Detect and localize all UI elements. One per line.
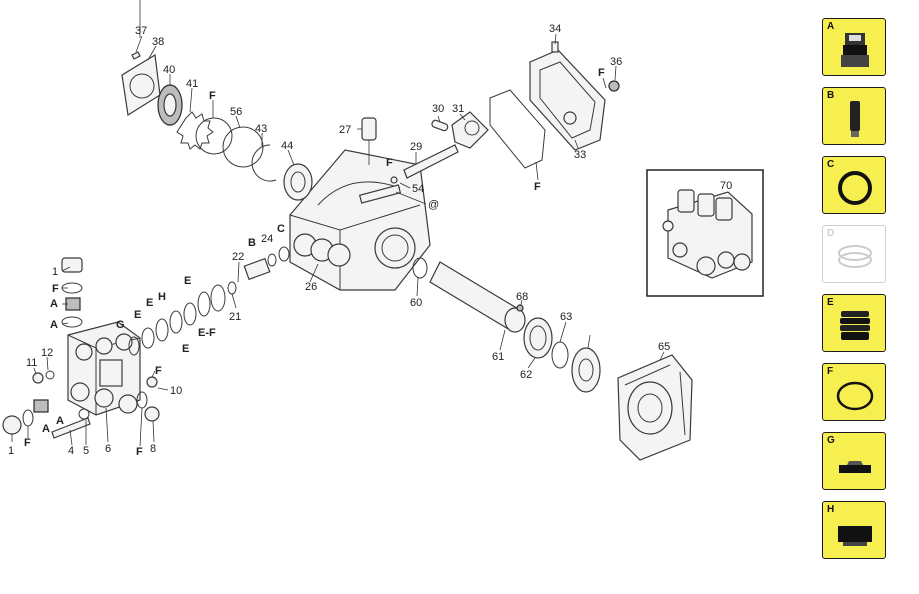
legend-item-h[interactable]: H (822, 501, 886, 559)
cylinder-pin-icon (850, 101, 860, 137)
legend-letter-f: F (827, 366, 834, 377)
callout-A-d: A (42, 423, 50, 435)
connecting-rod-pin (390, 111, 489, 184)
callout-8: 8 (150, 443, 156, 455)
o-ring-thick-icon (838, 171, 872, 205)
callout-10: 10 (170, 385, 182, 397)
callout-E-c: E (184, 275, 191, 287)
stacked-seal-icon (840, 311, 870, 340)
callout-65: 65 (658, 341, 670, 353)
callout-36: 36 (610, 56, 622, 68)
callout-G: G (116, 319, 125, 331)
legend-item-g[interactable]: G (822, 432, 886, 490)
callout-54: 54 (412, 183, 424, 195)
callout-F-e: F (386, 157, 393, 169)
callout-5: 5 (83, 445, 89, 457)
callout-11: 11 (26, 357, 37, 369)
manifold-head (67, 321, 141, 416)
callout-44: 44 (281, 140, 293, 152)
bearing-cover-right (617, 354, 693, 461)
legend-item-b[interactable]: B (822, 87, 886, 145)
callout-E-a: E (134, 309, 141, 321)
callout-27: 27 (339, 124, 351, 136)
callout-43: 43 (255, 123, 267, 135)
callout-A-a: A (50, 298, 58, 310)
callout-labels: 1 F A A 11 12 A A 1 F 4 5 6 F 8 10 F G E… (8, 23, 732, 458)
seal-stack (128, 246, 290, 356)
legend-letter-e: E (827, 297, 834, 308)
legend-letter-b: B (827, 90, 835, 101)
callout-33: 33 (574, 149, 586, 161)
callout-21: 21 (229, 311, 241, 323)
callout-34: 34 (549, 23, 561, 35)
callout-22: 22 (232, 251, 244, 263)
crankcase (289, 149, 431, 291)
callout-F-b: F (24, 437, 31, 449)
callout-A-c: A (56, 415, 64, 427)
inset-head-assembly (646, 169, 764, 297)
callout-4: 4 (68, 445, 74, 457)
callout-56: 56 (230, 106, 242, 118)
callout-63: 63 (560, 311, 572, 323)
wide-gasket-icon (838, 526, 872, 546)
legend-letter-d: D (827, 228, 835, 239)
callout-68: 68 (516, 291, 528, 303)
legend-item-f[interactable]: F (822, 363, 886, 421)
callout-61: 61 (492, 351, 504, 363)
callout-37: 37 (135, 25, 147, 37)
callout-C: C (277, 223, 285, 235)
callout-30: 30 (432, 103, 444, 115)
callout-6: 6 (105, 443, 111, 455)
callout-B: B (248, 237, 256, 249)
legend-letter-g: G (827, 435, 835, 446)
callout-H: H (158, 291, 166, 303)
o-ring-thin-icon (836, 381, 874, 411)
callout-31: 31 (452, 103, 464, 115)
callout-62: 62 (520, 369, 532, 381)
exploded-pump-diagram: 1 F A A 11 12 A A 1 F 4 5 6 F 8 10 F G E… (2, 0, 764, 461)
callout-E-F: E-F (198, 327, 216, 339)
legend-item-d[interactable]: D (822, 225, 886, 283)
legend-letter-a: A (827, 21, 835, 32)
callout-F-d: F (155, 365, 162, 377)
leader-lines (11, 0, 665, 447)
callout-F-g: F (598, 67, 605, 79)
callout-F-f: F (209, 90, 216, 102)
callout-F-a: F (52, 283, 59, 295)
bearing-cover-left (121, 51, 313, 201)
callout-1-bottom: 1 (8, 445, 14, 457)
callout-60: 60 (410, 297, 422, 309)
callout-40: 40 (163, 64, 175, 76)
seal-ring-faded-icon (838, 245, 872, 268)
legend-letter-h: H (827, 504, 835, 515)
legend-letter-c: C (827, 159, 835, 170)
callout-12: 12 (41, 347, 53, 359)
callout-41: 41 (186, 78, 198, 90)
callout-A-b: A (50, 319, 58, 331)
callout-26: 26 (305, 281, 317, 293)
left-small-parts (2, 257, 160, 439)
callout-38: 38 (152, 36, 164, 48)
callout-24: 24 (261, 233, 273, 245)
callout-F-h: F (534, 181, 541, 193)
callout-F-c: F (136, 446, 143, 458)
flat-gasket-icon (839, 461, 871, 473)
legend-item-a[interactable]: A (822, 18, 886, 76)
valve-cage-icon (841, 33, 869, 67)
seal-kit-legend: A B C D E F G (822, 18, 890, 570)
legend-item-e[interactable]: E (822, 294, 886, 352)
callout-70: 70 (720, 180, 732, 192)
callout-1-top: 1 (52, 266, 58, 278)
callout-E-b: E (146, 297, 153, 309)
legend-item-c[interactable]: C (822, 156, 886, 214)
top-cover (489, 41, 620, 169)
callout-29: 29 (410, 141, 422, 153)
callout-at: @ (428, 199, 439, 211)
crankshaft (412, 257, 601, 393)
callout-E-d: E (182, 343, 189, 355)
